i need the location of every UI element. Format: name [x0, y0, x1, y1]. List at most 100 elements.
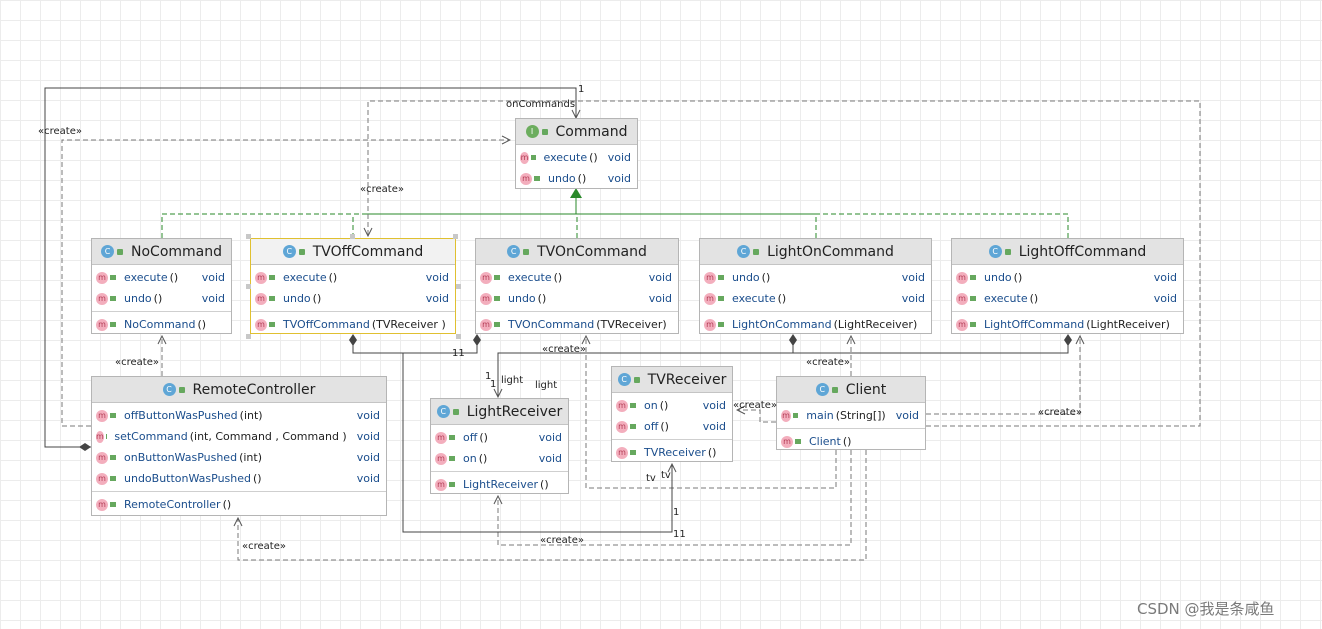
member-name: TVReceiver	[644, 446, 706, 459]
resize-handle[interactable]	[246, 284, 251, 289]
member-row[interactable]: m LightOnCommand(LightReceiver)	[700, 314, 931, 335]
member-return-type: void	[1153, 292, 1177, 305]
member-params: ()	[761, 271, 771, 284]
public-icon	[630, 450, 636, 455]
public-icon	[269, 322, 275, 327]
public-icon	[534, 176, 540, 181]
public-icon	[452, 408, 459, 415]
member-params: ()	[589, 151, 598, 164]
method-icon: m	[616, 420, 628, 433]
member-return-type: void	[425, 271, 449, 284]
method-icon: m	[956, 292, 968, 305]
member-name: NoCommand	[124, 318, 196, 331]
resize-handle[interactable]	[453, 234, 458, 239]
member-params: ()	[540, 478, 549, 491]
member-params: (String[])	[835, 409, 886, 422]
member-name: TVOnCommand	[508, 318, 595, 331]
method-icon: m	[520, 172, 532, 185]
class-remotecontroller-title: RemoteController	[192, 381, 316, 398]
class-lightoffcommand-title: LightOffCommand	[1018, 243, 1147, 260]
resize-handle[interactable]	[246, 334, 251, 339]
member-name: execute	[283, 271, 327, 284]
resize-handle[interactable]	[456, 284, 461, 289]
method-icon: m	[96, 472, 108, 485]
member-return-type: void	[648, 271, 672, 284]
member-name: execute	[508, 271, 552, 284]
member-name: undo	[124, 292, 152, 305]
member-params: ()	[222, 498, 232, 511]
public-icon	[970, 275, 976, 280]
dep-client-oncommands	[368, 100, 1201, 427]
member-params: (int)	[239, 409, 263, 422]
method-icon: m	[480, 318, 492, 331]
method-icon: m	[704, 292, 716, 305]
resize-handle[interactable]	[246, 234, 251, 239]
method-icon: m	[480, 292, 492, 305]
public-icon	[633, 376, 640, 383]
member-params: ()	[197, 318, 207, 331]
resize-handle[interactable]	[456, 334, 461, 339]
method-icon: m	[704, 318, 716, 331]
public-icon	[1004, 248, 1011, 255]
member-name: offButtonWasPushed	[124, 409, 238, 422]
public-icon	[970, 322, 976, 327]
public-icon	[630, 403, 636, 408]
assoc-lighton-lightreceiver	[498, 342, 794, 397]
resize-handle[interactable]	[350, 234, 355, 239]
public-icon	[793, 413, 799, 418]
member-name: undoButtonWasPushed	[124, 472, 252, 485]
member-params: (LightReceiver)	[833, 318, 918, 331]
label-multiplicity-tv-1: 1	[673, 507, 680, 518]
member-name: LightOnCommand	[732, 318, 832, 331]
member-return-type: void	[1153, 271, 1177, 284]
class-icon: C	[737, 245, 751, 258]
label-multiplicity-light-2: 1	[490, 379, 497, 390]
member-name: execute	[543, 151, 588, 164]
